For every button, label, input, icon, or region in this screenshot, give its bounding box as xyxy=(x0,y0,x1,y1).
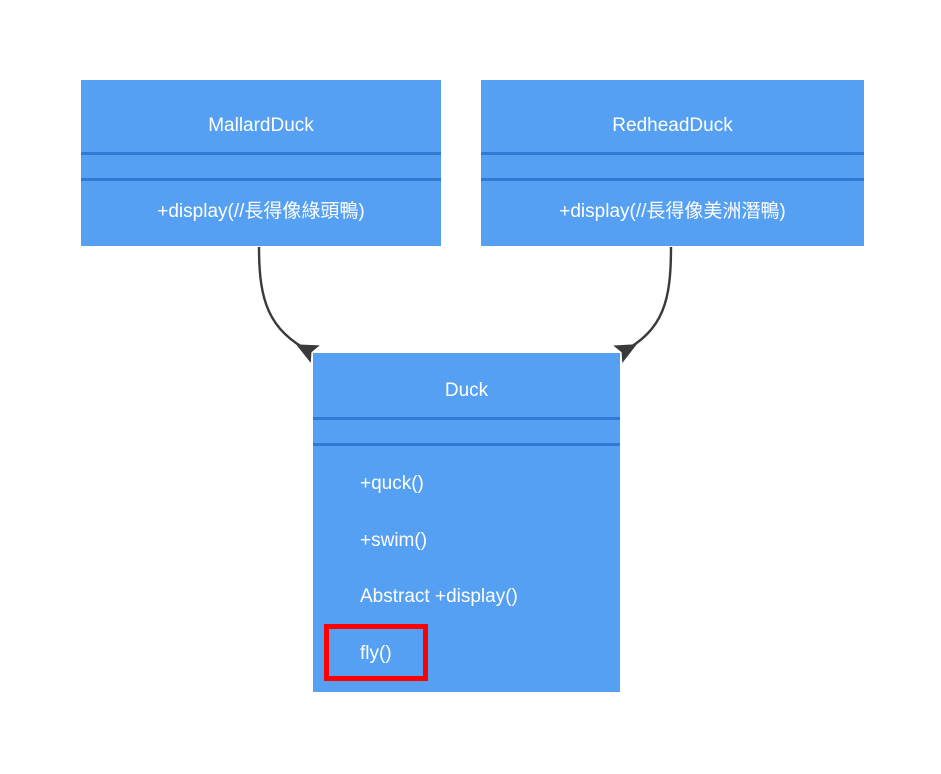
class-method-duck-fly[interactable]: fly() xyxy=(360,643,392,664)
class-title-redheadduck: RedheadDuck xyxy=(612,115,733,136)
class-separator-methods xyxy=(313,443,620,446)
class-box-mallardduck[interactable]: MallardDuck +display(//長得像綠頭鴨) xyxy=(81,80,441,246)
class-method-duck-display[interactable]: Abstract +display() xyxy=(360,586,518,607)
connector-redheadduck-to-duck xyxy=(613,246,673,363)
class-box-duck[interactable]: Duck +quck() +swim() Abstract +display()… xyxy=(313,353,620,692)
class-separator-attributes xyxy=(481,152,864,155)
highlight-rectangle-fly-method xyxy=(324,624,428,681)
class-separator-methods xyxy=(81,178,441,181)
class-box-redheadduck[interactable]: RedheadDuck +display(//長得像美洲潛鴨) xyxy=(481,80,864,246)
class-separator-attributes xyxy=(313,417,620,420)
class-separator-attributes xyxy=(81,152,441,155)
class-separator-methods xyxy=(481,178,864,181)
class-title-duck: Duck xyxy=(444,380,489,401)
class-method-duck-quck[interactable]: +quck() xyxy=(360,473,424,494)
class-method-redheadduck-display[interactable]: +display(//長得像美洲潛鴨) xyxy=(559,201,786,222)
class-method-mallardduck-display[interactable]: +display(//長得像綠頭鴨) xyxy=(157,201,365,222)
class-method-duck-swim[interactable]: +swim() xyxy=(360,530,428,551)
class-title-mallardduck: MallardDuck xyxy=(208,115,314,136)
connector-mallardduck-to-duck xyxy=(257,246,320,363)
